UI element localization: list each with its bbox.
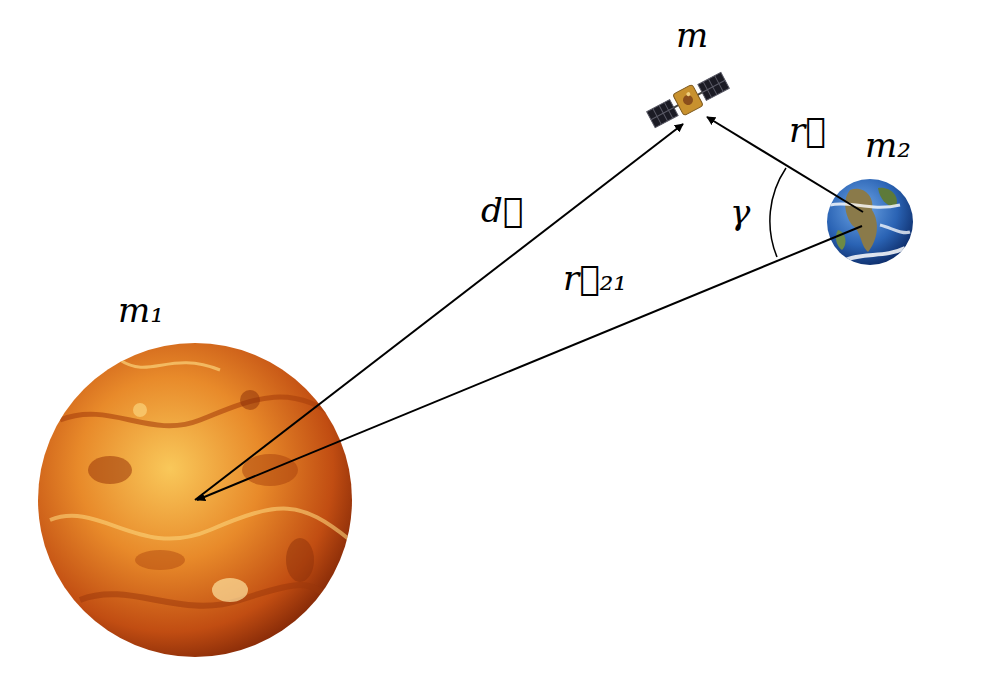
vector-arrow bbox=[197, 226, 862, 500]
planet-body: m₂ bbox=[825, 125, 925, 267]
vector-label: r⃗₂₁ bbox=[560, 258, 630, 299]
mass-label: m₁ bbox=[118, 290, 164, 331]
mass-label: m bbox=[676, 15, 708, 56]
earth-planet bbox=[827, 179, 913, 265]
satellite-body: m bbox=[640, 15, 735, 135]
satellite bbox=[645, 70, 730, 131]
angle-symbol: γ bbox=[730, 192, 750, 233]
vector-label: d⃗ bbox=[478, 190, 526, 231]
angle-arc bbox=[770, 168, 786, 257]
vector-arrow bbox=[195, 124, 683, 500]
mass-label: m₂ bbox=[865, 125, 911, 166]
planet-body: m₁ bbox=[38, 290, 350, 655]
vector-label: r⃗ bbox=[786, 110, 829, 151]
